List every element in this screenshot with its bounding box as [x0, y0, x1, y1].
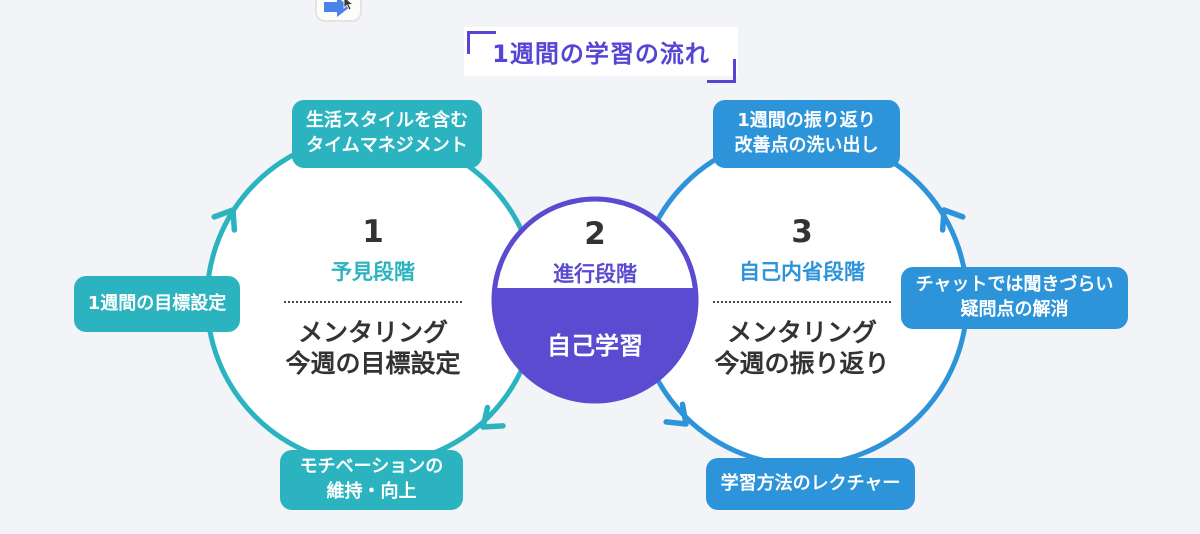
right-cycle-arrow-top-icon [939, 207, 966, 233]
stage3-body: メンタリング 今週の振り返り [714, 318, 890, 378]
stage3-number: 3 [791, 214, 813, 250]
stage2-body: 自己学習 [547, 332, 643, 360]
diagram-title-box: 1週間の学習の流れ [464, 27, 738, 83]
stage1-name: 予見段階 [331, 260, 415, 284]
stage2-number: 2 [584, 216, 606, 252]
forward-tool-button[interactable] [315, 0, 362, 22]
left-cycle-arrow-top-icon [211, 207, 238, 233]
title-bracket-bottom-right-icon [707, 59, 736, 83]
left-cycle-arrow-bottom-icon [480, 404, 506, 430]
stage2-circle [491, 196, 699, 404]
forward-arrow-cursor-icon [323, 0, 354, 17]
label-time-management: 生活スタイルを含む タイムマネジメント [292, 100, 482, 168]
stage2-name: 進行段階 [553, 262, 637, 286]
label-weekly-review: 1週間の振り返り 改善点の洗い出し [713, 100, 900, 168]
stage1-body: メンタリング 今週の目標設定 [285, 318, 461, 378]
stage1-divider [284, 301, 462, 303]
stage3-panel: 3 自己内省段階 メンタリング 今週の振り返り [686, 217, 918, 379]
stage3-name: 自己内省段階 [739, 260, 865, 284]
right-cycle-arrow-bottom-icon [663, 401, 689, 427]
title-bracket-top-left-icon [467, 31, 496, 54]
stage2-panel: 2 進行段階 [495, 219, 695, 288]
label-weekly-goal: 1週間の目標設定 [74, 276, 240, 332]
stage1-number: 1 [362, 214, 384, 250]
stage1-panel: 1 予見段階 メンタリング 今週の目標設定 [257, 217, 489, 379]
label-motivation: モチベーションの 維持・向上 [280, 450, 463, 510]
stage3-divider [713, 301, 891, 303]
label-learning-method: 学習方法のレクチャー [706, 458, 915, 510]
label-question-resolution: チャットでは聞きづらい 疑問点の解消 [901, 267, 1128, 329]
diagram-title: 1週間の学習の流れ [492, 40, 710, 68]
